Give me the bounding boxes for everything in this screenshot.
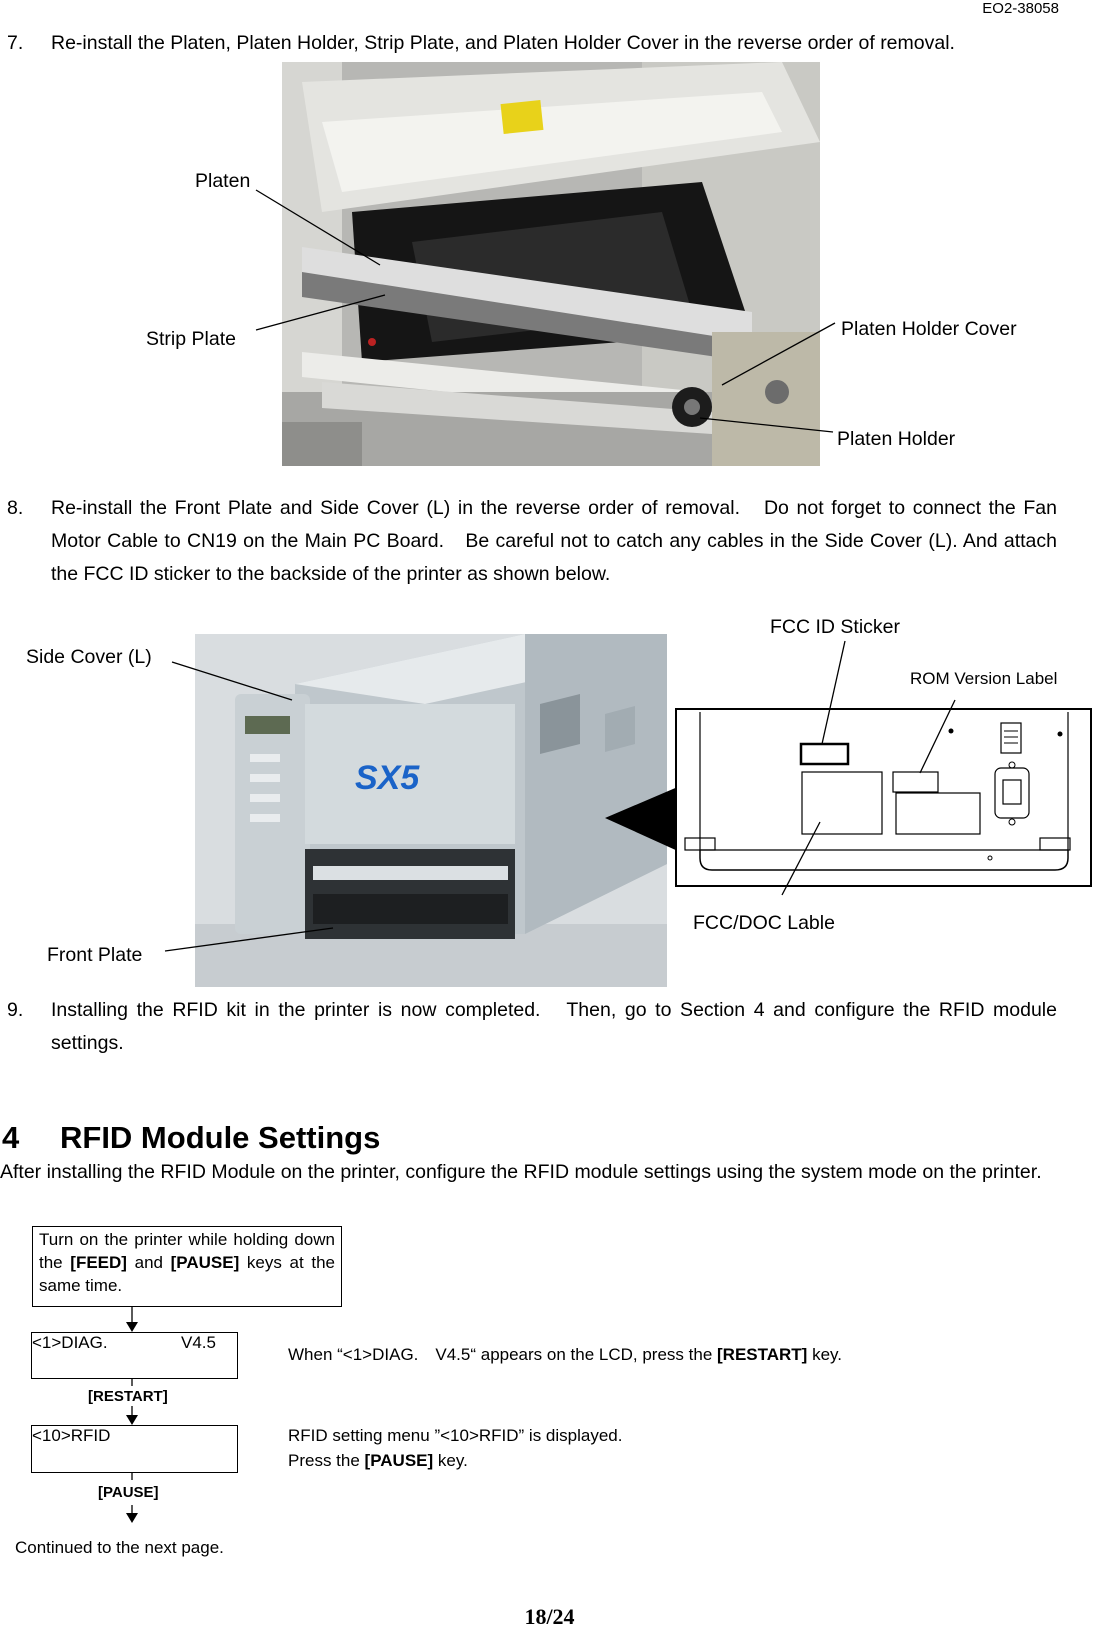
lcd-version: V4.5 — [181, 1333, 216, 1352]
instruction-note-2: RFID setting menu ”<10>RFID” is displaye… — [288, 1423, 622, 1473]
platen-assembly-photo — [282, 62, 820, 466]
flow-arrow — [126, 1322, 138, 1332]
printer-model-logo: SX5 — [355, 759, 420, 797]
document-id: EO2-38058 — [982, 0, 1059, 17]
label-side-cover: Side Cover (L) — [26, 646, 152, 668]
key-feed: [FEED] — [70, 1253, 127, 1272]
step-9: 9. Installing the RFID kit in the printe… — [7, 994, 1057, 1062]
platen-leader-line — [255, 189, 381, 266]
step-number: 9. — [7, 999, 24, 1021]
front-plate-leader-line — [164, 927, 334, 952]
step-7: 7. Re-install the Platen, Platen Holder,… — [7, 27, 1057, 61]
note-line: RFID setting menu ”<10>RFID” is displaye… — [288, 1426, 623, 1445]
label-strip-plate: Strip Plate — [146, 328, 236, 350]
key-pause-label: [PAUSE] — [98, 1484, 159, 1501]
fcc-doc-label-marker — [801, 771, 883, 835]
continued-note: Continued to the next page. — [15, 1538, 224, 1557]
label-front-plate: Front Plate — [47, 944, 143, 966]
lcd-line: <10>RFID — [32, 1426, 111, 1445]
side-cover-leader-line — [171, 661, 293, 701]
section-number: 4 — [2, 1120, 20, 1155]
step-text: Re-install the Platen, Platen Holder, St… — [51, 32, 955, 54]
step-text: Installing the RFID kit in the printer i… — [51, 999, 1057, 1054]
key-restart-inline: [RESTART] — [717, 1345, 808, 1364]
fcc-doc-leader-line — [781, 821, 821, 896]
start-instruction-box: Turn on the printer while holding down t… — [32, 1226, 342, 1307]
step-8: 8. Re-install the Front Plate and Side C… — [7, 492, 1057, 592]
printer-photo: SX5 — [195, 634, 667, 987]
label-rom-version: ROM Version Label — [910, 669, 1058, 688]
step-number: 8. — [7, 497, 24, 519]
label-fcc-id-sticker: FCC ID Sticker — [770, 616, 901, 638]
flow-arrow — [126, 1513, 138, 1523]
rom-version-leader-line — [919, 699, 956, 774]
platen-holder-leader-line — [699, 417, 834, 433]
lcd-display-diag: <1>DIAG. V4.5 — [31, 1332, 238, 1379]
section-intro: After installing the RFID Module on the … — [0, 1161, 1042, 1183]
printer-illustration: SX5 — [195, 634, 667, 987]
label-platen-holder-cover: Platen Holder Cover — [841, 318, 1017, 340]
lcd-display-rfid: <10>RFID — [31, 1425, 238, 1473]
step-text: Re-install the Front Plate and Side Cove… — [51, 497, 1057, 585]
platen-assembly-illustration — [282, 62, 820, 466]
label-platen-holder: Platen Holder — [837, 428, 956, 450]
platen-holder-cover-leader-line — [721, 322, 836, 386]
rom-version-label-marker — [892, 771, 939, 793]
label-platen: Platen — [195, 170, 251, 192]
key-pause: [PAUSE] — [170, 1253, 240, 1272]
key-pause-inline: [PAUSE] — [364, 1451, 434, 1470]
note-line: Press the [PAUSE] key. — [288, 1451, 468, 1470]
label-fcc-doc: FCC/DOC Lable — [693, 912, 835, 934]
fcc-id-sticker-leader-line — [821, 640, 846, 745]
fcc-id-sticker-marker — [799, 742, 850, 766]
instruction-note-1: When “<1>DIAG. V4.5“ appears on the LCD,… — [288, 1345, 842, 1364]
flow-arrow — [126, 1415, 138, 1425]
strip-plate-leader-line — [255, 294, 386, 331]
lcd-line: <1>DIAG. — [32, 1333, 108, 1352]
pointer-arrow — [605, 786, 680, 852]
page-number: 18/24 — [524, 1604, 575, 1629]
step-number: 7. — [7, 32, 24, 54]
key-restart: [RESTART] — [88, 1388, 168, 1405]
section-title: RFID Module Settings — [60, 1120, 381, 1155]
